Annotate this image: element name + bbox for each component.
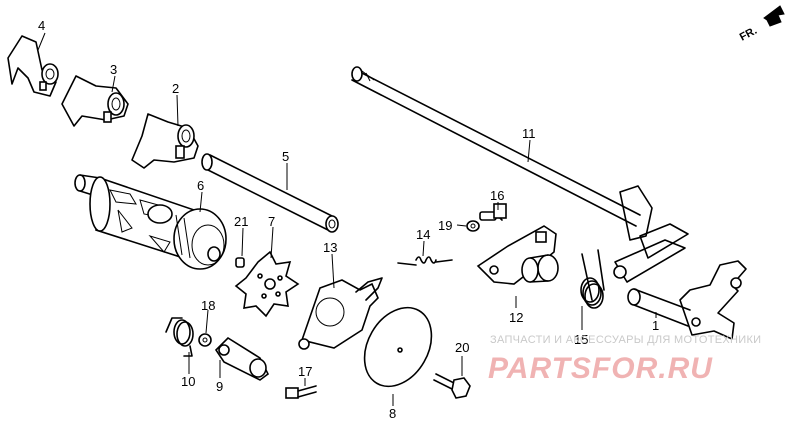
label-2: 2 <box>172 81 179 96</box>
label-5: 5 <box>282 149 289 164</box>
label-12: 12 <box>509 310 523 325</box>
part-9-stopper-arm <box>214 336 270 381</box>
part-4-shift-fork <box>7 35 59 97</box>
label-18: 18 <box>201 298 215 313</box>
part-1-shift-arm <box>627 260 747 340</box>
callout-labels: 4 3 2 5 6 21 7 13 11 16 19 14 12 15 18 1… <box>38 18 659 421</box>
label-20: 20 <box>455 340 469 355</box>
part-18-washer <box>198 333 212 347</box>
part-13-stopper-plate <box>298 277 383 350</box>
part-3-shift-fork <box>61 75 129 127</box>
label-14: 14 <box>416 227 430 242</box>
part-16-bolt <box>479 203 507 221</box>
part-20-bolt <box>433 373 471 399</box>
label-8: 8 <box>389 406 396 421</box>
part-6-shift-drum <box>74 174 227 270</box>
part-10-stopper-spring <box>165 317 194 357</box>
label-17: 17 <box>298 364 312 379</box>
front-direction-arrow: FR. <box>738 5 785 44</box>
front-arrow-icon <box>763 5 785 27</box>
part-14-return-spring <box>397 256 453 266</box>
label-16: 16 <box>490 188 504 203</box>
label-19: 19 <box>438 218 452 233</box>
label-11: 11 <box>522 126 536 141</box>
part-8-gasket <box>363 306 433 388</box>
watermark-tagline: ЗАПЧАСТИ И АКСЕССУАРЫ ДЛЯ МОТОТЕХНИКИ <box>490 334 761 346</box>
part-2-shift-fork <box>131 113 199 169</box>
label-21: 21 <box>234 214 248 229</box>
label-4: 4 <box>38 18 45 33</box>
part-15-spring <box>580 249 605 309</box>
label-13: 13 <box>323 240 337 255</box>
leader-lines <box>37 32 657 406</box>
label-15: 15 <box>574 332 588 347</box>
front-label: FR. <box>738 25 759 44</box>
label-10: 10 <box>181 374 195 389</box>
part-17-bolt <box>285 385 317 399</box>
part-5-fork-shaft <box>201 153 339 233</box>
part-21-dowel-pin <box>235 257 245 268</box>
watermark: ЗАПЧАСТИ И АКСЕССУАРЫ ДЛЯ МОТОТЕХНИКИ PA… <box>488 334 761 385</box>
label-1: 1 <box>652 318 659 333</box>
label-9: 9 <box>216 379 223 394</box>
part-12-shift-plate <box>476 225 559 285</box>
label-6: 6 <box>197 178 204 193</box>
label-7: 7 <box>268 214 275 229</box>
watermark-brand: PARTSFOR.RU <box>488 352 713 385</box>
label-3: 3 <box>110 62 117 77</box>
part-19-washer <box>466 220 480 232</box>
part-11-gearshift-spindle <box>351 66 689 283</box>
part-7-drum-center <box>234 250 300 318</box>
